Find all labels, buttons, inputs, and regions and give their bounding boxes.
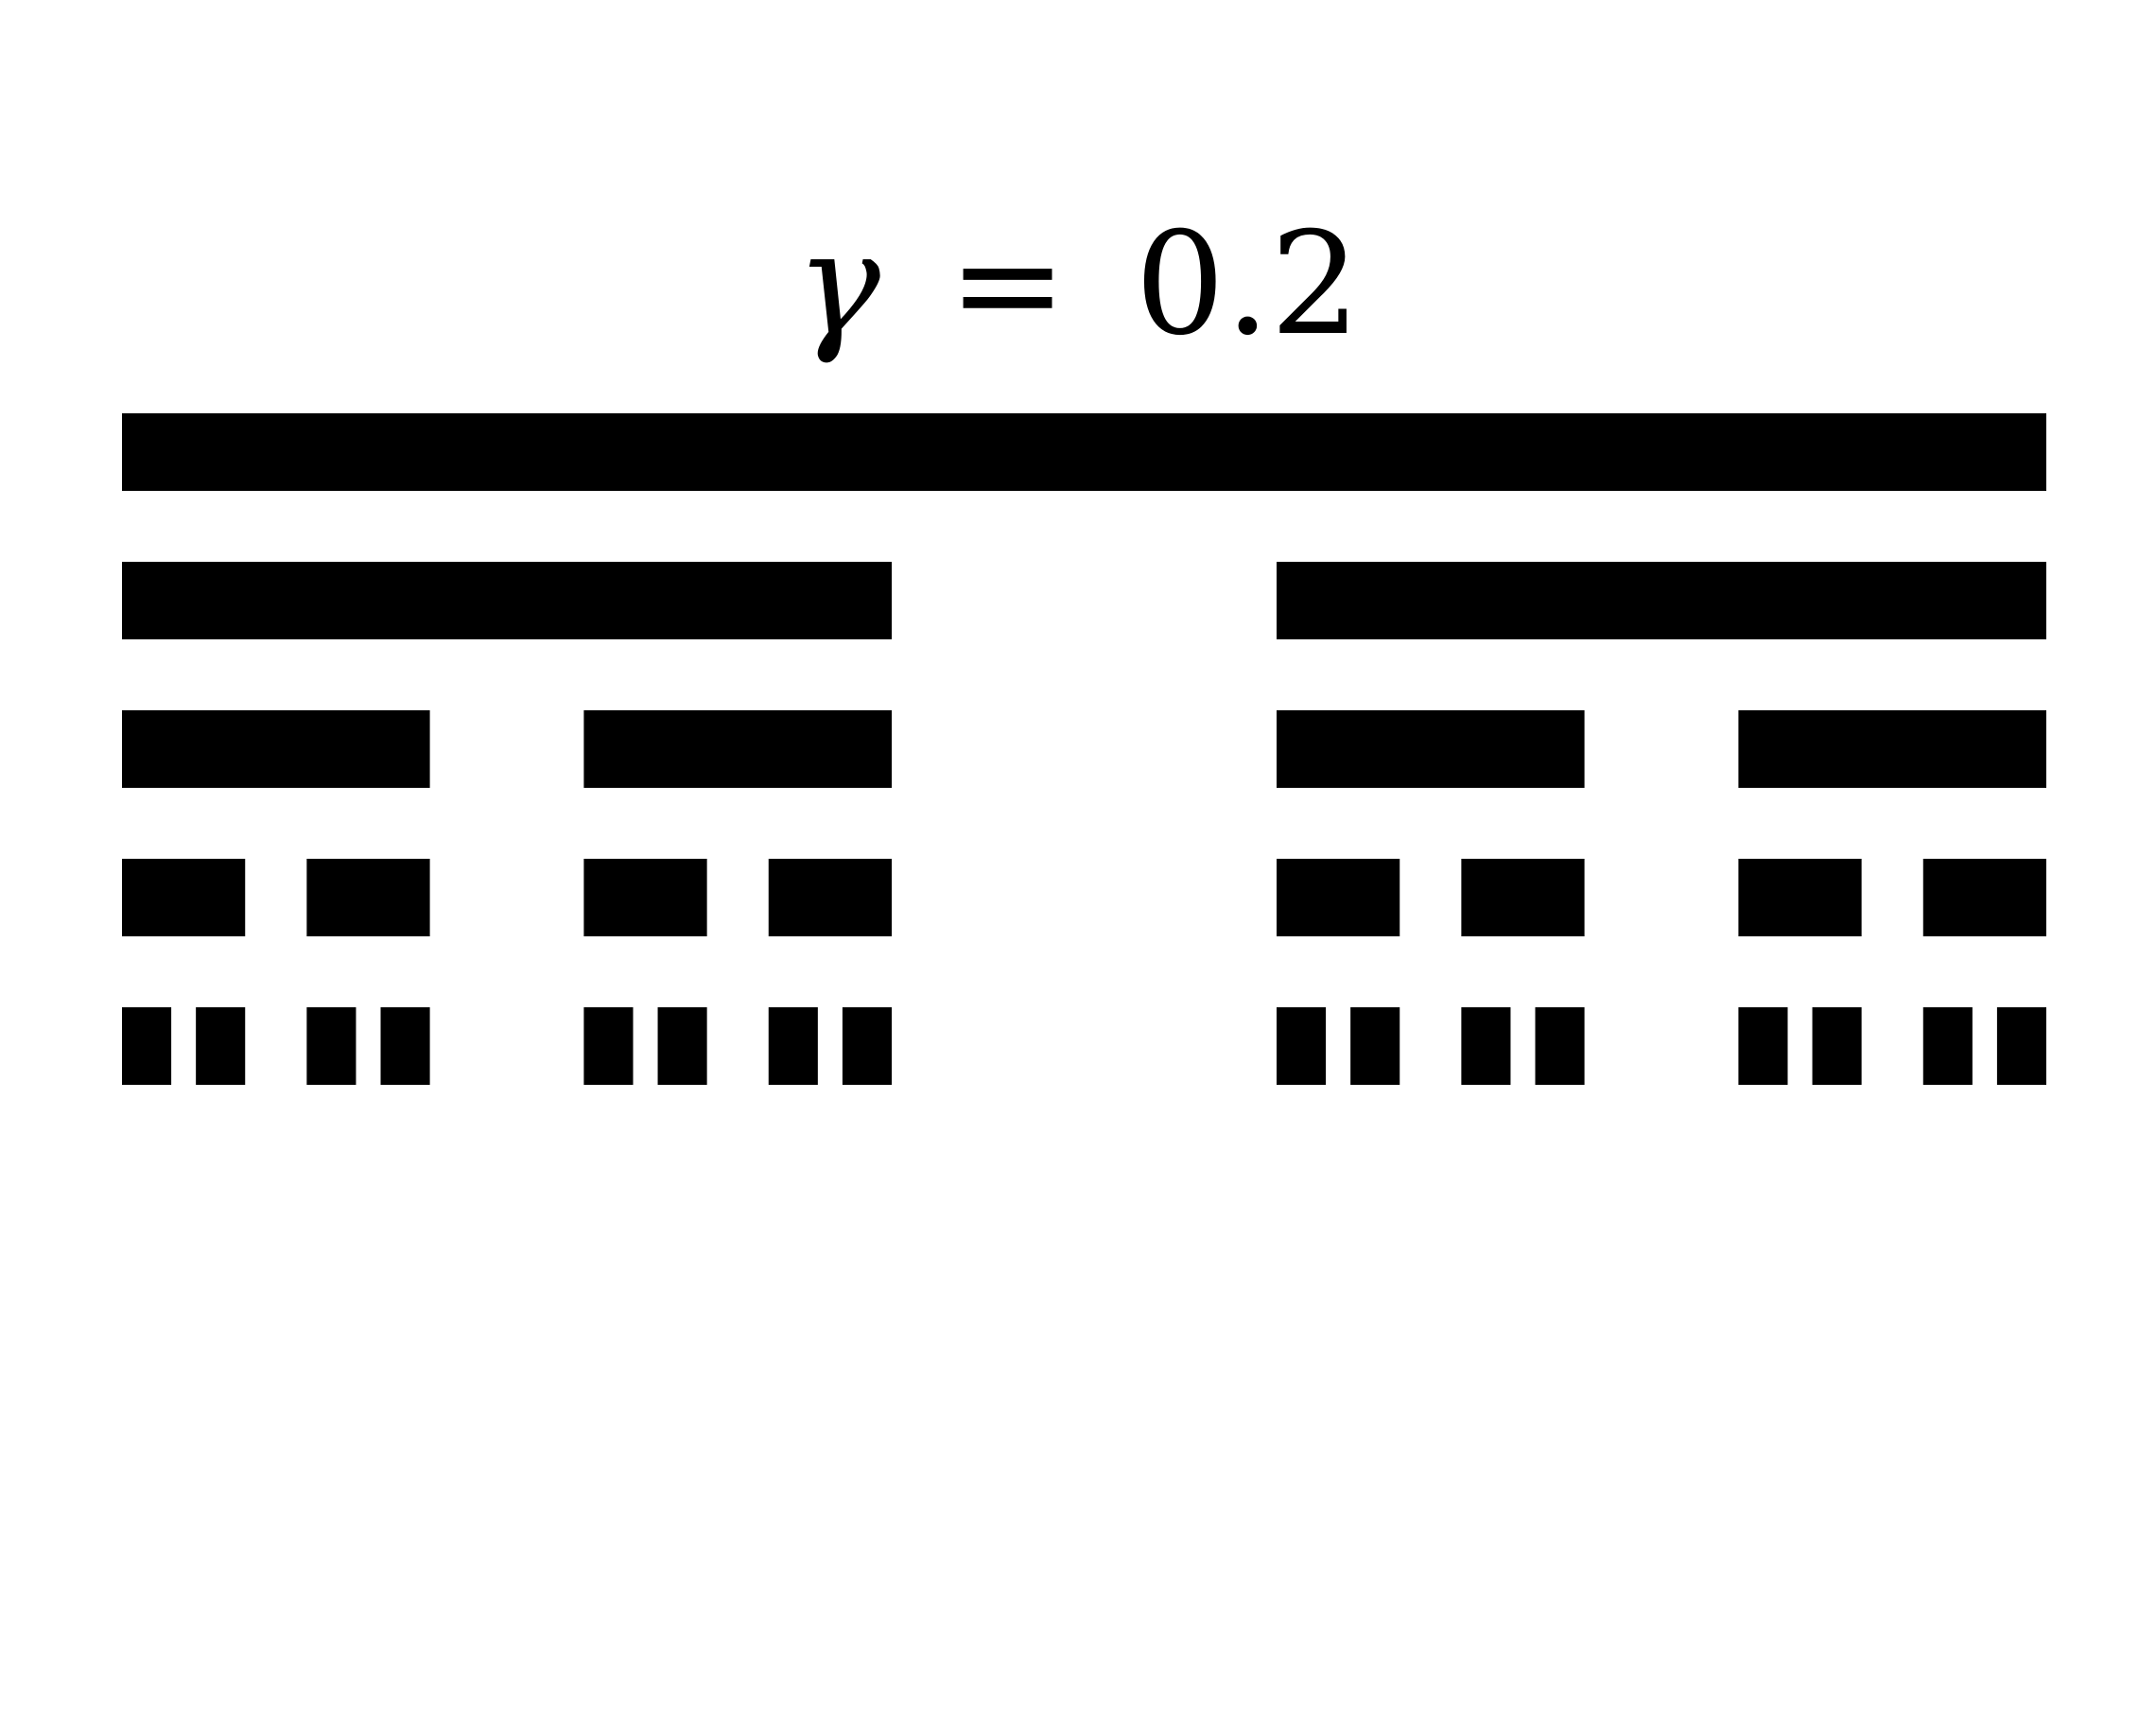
level-3-segment-0 xyxy=(122,859,246,936)
level-4-segment-8 xyxy=(1277,1007,1327,1085)
level-3-segment-7 xyxy=(1922,859,2046,936)
level-2-segment-0 xyxy=(122,710,430,788)
level-4-segment-6 xyxy=(768,1007,818,1085)
level-3-segment-4 xyxy=(1277,859,1400,936)
level-4-segment-12 xyxy=(1738,1007,1788,1085)
level-3-segment-1 xyxy=(306,859,430,936)
gamma-symbol: γ xyxy=(795,202,880,367)
level-0-segment-0 xyxy=(122,413,2046,491)
level-3-segment-5 xyxy=(1461,859,1585,936)
level-1-segment-0 xyxy=(122,562,892,639)
cantor-levels xyxy=(122,413,2046,1085)
figure-title: γ = 0.2 xyxy=(795,202,1360,367)
level-4-segment-15 xyxy=(1996,1007,2046,1085)
level-4-segment-10 xyxy=(1461,1007,1511,1085)
equals-sign: = xyxy=(948,202,1068,367)
level-4-segment-7 xyxy=(842,1007,892,1085)
level-4-segment-9 xyxy=(1350,1007,1400,1085)
level-4-segment-5 xyxy=(657,1007,707,1085)
level-4-segment-0 xyxy=(122,1007,172,1085)
level-2-segment-2 xyxy=(1277,710,1585,788)
level-4-segment-4 xyxy=(583,1007,634,1085)
level-2-segment-3 xyxy=(1738,710,2046,788)
level-3-segment-3 xyxy=(768,859,892,936)
gamma-value: 0.2 xyxy=(1135,202,1361,367)
level-4-segment-14 xyxy=(1922,1007,1973,1085)
level-2-segment-1 xyxy=(583,710,892,788)
level-4-segment-11 xyxy=(1535,1007,1585,1085)
level-3-segment-2 xyxy=(583,859,707,936)
level-4-segment-2 xyxy=(306,1007,356,1085)
level-4-segment-3 xyxy=(380,1007,430,1085)
level-4-segment-1 xyxy=(196,1007,246,1085)
level-4-segment-13 xyxy=(1812,1007,1862,1085)
level-3-segment-6 xyxy=(1738,859,1862,936)
level-1-segment-1 xyxy=(1277,562,2046,639)
